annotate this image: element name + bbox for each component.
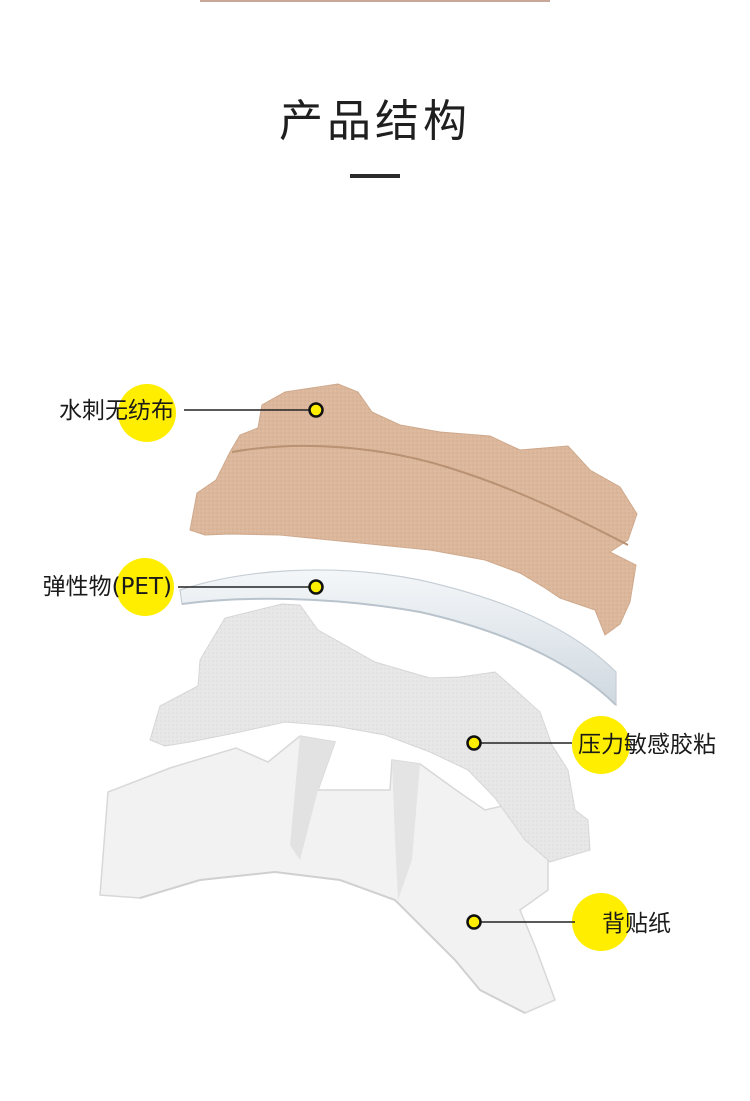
- label-pet: 弹性物(PET): [43, 573, 172, 601]
- yellow-dot-marker-icon: [310, 404, 323, 417]
- label-adhesive: 压力敏感胶粘: [578, 731, 716, 759]
- label-nonwoven: 水刺无纺布: [59, 397, 174, 425]
- yellow-dot-marker-icon: [468, 737, 481, 750]
- label-backing: 背贴纸: [602, 910, 671, 938]
- yellow-dot-marker-icon: [468, 916, 481, 929]
- yellow-dot-marker-icon: [310, 581, 323, 594]
